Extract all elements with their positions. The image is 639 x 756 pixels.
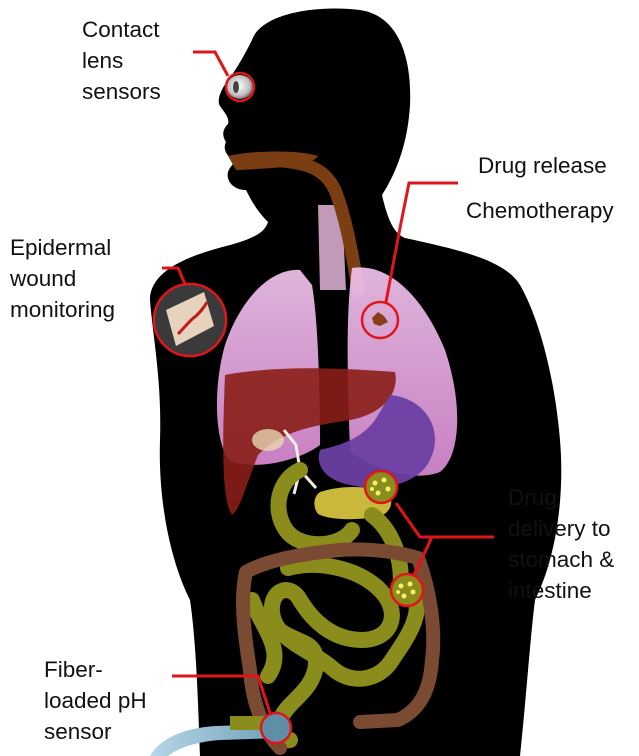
label-drug-release: Drug release (478, 150, 607, 181)
label-fiber-ph-sensor: Fiber- loaded pH sensor (44, 654, 147, 747)
iris (233, 81, 239, 93)
eye-contact-lens (227, 75, 253, 99)
intestine-delivery-marker (391, 574, 423, 606)
label-chemotherapy: Chemotherapy (466, 195, 614, 226)
label-epidermal-wound-monitoring: Epidermal wound monitoring (10, 232, 115, 325)
stomach-delivery-marker (365, 471, 397, 503)
label-drug-delivery: Drug delivery to stomach & intestine (508, 482, 614, 606)
label-contact-lens-sensors: Contact lens sensors (82, 14, 161, 107)
gallbladder (252, 429, 284, 451)
fiber-sensor-marker (261, 713, 291, 743)
